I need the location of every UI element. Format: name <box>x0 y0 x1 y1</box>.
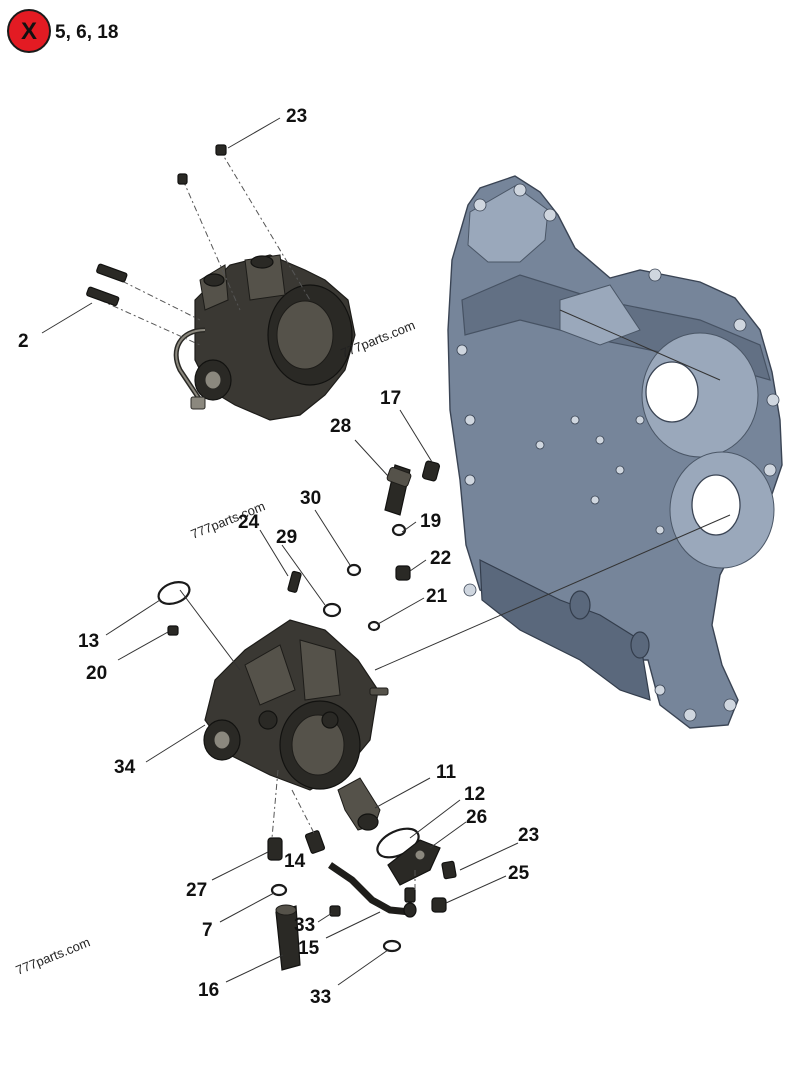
removed-letter: X <box>21 18 37 45</box>
callout-23-right: 23 <box>518 825 539 846</box>
sensor-28 <box>384 464 412 516</box>
upper-bolts <box>86 144 311 346</box>
callout-13: 13 <box>78 631 99 652</box>
callout-28: 28 <box>330 416 351 437</box>
callout-25: 25 <box>508 863 530 884</box>
callout-19: 19 <box>420 511 441 532</box>
callout-27: 27 <box>186 880 207 901</box>
callout-14: 14 <box>284 851 306 872</box>
callout-22: 22 <box>430 548 451 569</box>
callout-26: 26 <box>466 807 487 828</box>
callout-12: 12 <box>464 784 485 805</box>
watermark-bottom: 777parts.com <box>14 934 93 977</box>
lower-components <box>267 777 457 971</box>
x-circle-icon: X <box>7 9 51 53</box>
callout-16: 16 <box>198 980 219 1001</box>
removed-parts-indicator: X 5, 6, 18 <box>7 9 118 53</box>
callout-2: 2 <box>18 331 29 352</box>
callout-29: 29 <box>276 527 297 548</box>
callout-7: 7 <box>202 920 213 941</box>
callout-30: 30 <box>300 488 321 509</box>
plug-22 <box>395 565 411 581</box>
removed-items-list: 5, 6, 18 <box>55 22 118 43</box>
callout-20: 20 <box>86 663 107 684</box>
callout-21: 21 <box>426 586 448 607</box>
callout-numbers: 23 2 17 28 30 19 24 29 22 21 13 20 34 11… <box>18 106 539 1008</box>
callout-11: 11 <box>436 762 457 783</box>
callout-33-bot: 33 <box>310 987 331 1008</box>
callout-34: 34 <box>114 757 136 778</box>
callout-33-mid: 33 <box>294 915 315 936</box>
fitting-17 <box>421 460 441 482</box>
callout-15: 15 <box>298 938 320 959</box>
pump-assembly-lower <box>203 619 389 791</box>
pump-assembly-upper <box>173 254 356 421</box>
fitting-24 <box>287 570 302 593</box>
callout-17: 17 <box>380 388 401 409</box>
timing-cover-housing <box>447 175 783 729</box>
leader-lines <box>41 117 731 986</box>
callout-24: 24 <box>238 512 260 533</box>
callout-23-top: 23 <box>286 106 307 127</box>
plug-20 <box>167 625 179 636</box>
